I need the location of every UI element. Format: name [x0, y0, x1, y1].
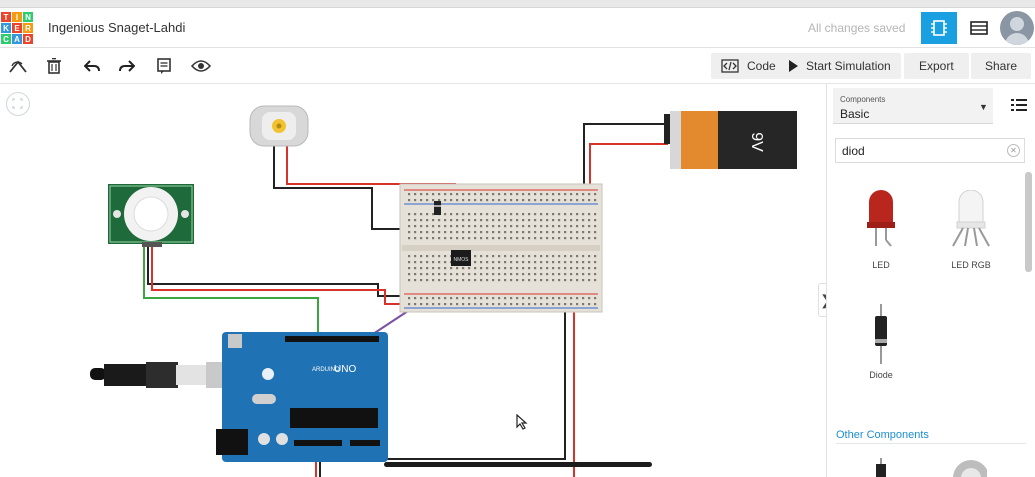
redo-button[interactable] — [115, 54, 139, 78]
logo-letter: D — [23, 34, 33, 44]
undo-button[interactable] — [80, 54, 104, 78]
canvas-scrollbar[interactable] — [384, 462, 652, 467]
battery-label: 9V — [748, 132, 765, 152]
component-search[interactable]: ✕ — [835, 138, 1025, 163]
library-select[interactable]: Components Basic ▼ — [833, 88, 993, 124]
component-led-label: LED — [872, 260, 890, 270]
component-led-rgb[interactable]: LED RGB — [931, 189, 1011, 270]
logo-letter: K — [1, 23, 11, 33]
chevron-right-icon: ❯ — [820, 292, 832, 309]
component-list-button[interactable] — [961, 12, 997, 44]
arduino-uno[interactable]: ARDUINO UNO — [216, 332, 388, 462]
clear-search-button[interactable]: ✕ — [1007, 144, 1020, 157]
code-button[interactable]: Code — [711, 53, 786, 79]
start-simulation-label: Start Simulation — [806, 59, 891, 73]
close-icon: ✕ — [1010, 146, 1017, 155]
save-status: All changes saved — [808, 21, 906, 35]
other-components-preview — [876, 458, 987, 477]
logo-letter: C — [1, 34, 11, 44]
design-title[interactable]: Ingenious Snaget-Lahdi — [48, 20, 186, 35]
components-panel: Components Basic ▼ ✕ LED LED RGB — [826, 84, 1035, 477]
arduino-model: UNO — [334, 364, 356, 375]
logo-letter: I — [12, 12, 22, 22]
led-rgb-icon — [952, 189, 990, 247]
arduino-brand: ARDUINO — [312, 367, 340, 373]
dc-motor[interactable] — [249, 105, 309, 147]
visibility-icon — [191, 60, 211, 72]
code-label: Code — [747, 59, 776, 73]
fit-view-icon — [12, 98, 23, 109]
rotate-button[interactable] — [6, 54, 30, 78]
logo-letter: N — [23, 12, 33, 22]
circuit-view-icon — [931, 20, 947, 36]
circuit-canvas[interactable]: 9V NMOS — [0, 84, 826, 477]
redo-icon — [119, 60, 135, 72]
toolbar: Code Start Simulation Export Share — [0, 48, 1035, 84]
list-view-button[interactable] — [1011, 98, 1027, 112]
other-components-heading[interactable]: Other Components — [836, 429, 929, 441]
pir-sensor[interactable] — [108, 184, 194, 247]
circuit-drawing: 9V NMOS — [90, 105, 797, 477]
9v-battery[interactable]: 9V — [664, 111, 797, 169]
notes-icon — [157, 58, 171, 74]
panel-scrollbar[interactable] — [1025, 172, 1032, 272]
share-button[interactable]: Share — [971, 53, 1032, 79]
circuit-view-button[interactable] — [921, 12, 957, 44]
library-caption: Components — [840, 95, 886, 104]
led-icon — [867, 190, 895, 247]
code-icon — [721, 59, 739, 73]
start-simulation-button[interactable]: Start Simulation — [778, 53, 901, 79]
delete-button[interactable] — [42, 54, 66, 78]
delete-icon — [47, 58, 61, 74]
component-diode-label: Diode — [869, 370, 893, 380]
export-label: Export — [919, 59, 954, 73]
notes-button[interactable] — [152, 54, 176, 78]
play-icon — [788, 60, 798, 72]
component-diode[interactable]: Diode — [841, 304, 921, 384]
mouse-cursor — [516, 413, 528, 435]
logo-letter: R — [23, 23, 33, 33]
export-button[interactable]: Export — [904, 53, 969, 79]
browser-address-strip — [0, 0, 1035, 8]
breadboard[interactable]: NMOS — [399, 183, 603, 313]
component-led[interactable]: LED — [841, 190, 921, 270]
logo-letter: E — [12, 23, 22, 33]
component-list-icon — [970, 21, 988, 35]
divider — [836, 443, 1026, 444]
search-input[interactable] — [842, 143, 992, 159]
library-value: Basic — [840, 107, 870, 121]
logo-letter: A — [12, 34, 22, 44]
rotate-icon — [9, 60, 27, 73]
share-label: Share — [985, 59, 1018, 73]
list-view-icon — [1011, 99, 1027, 111]
caret-down-icon: ▼ — [979, 102, 988, 112]
undo-icon — [84, 60, 100, 72]
logo-letter: T — [1, 12, 11, 22]
component-led-rgb-label: LED RGB — [951, 260, 991, 270]
diode-icon — [875, 304, 887, 364]
visibility-button[interactable] — [189, 54, 213, 78]
mosfet-label: NMOS — [454, 257, 470, 263]
user-avatar[interactable] — [1000, 11, 1034, 45]
fit-view-button[interactable] — [6, 92, 30, 116]
